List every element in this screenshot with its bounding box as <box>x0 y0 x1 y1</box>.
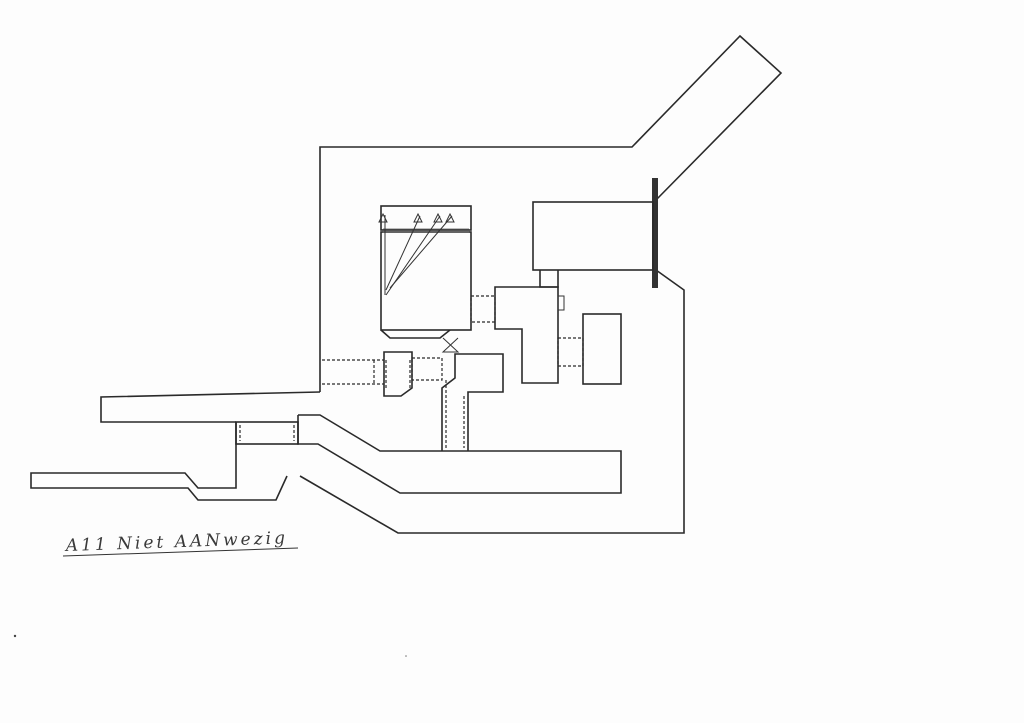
armour-plate <box>652 178 658 288</box>
sloping-passage <box>297 414 622 494</box>
gun-room-passage <box>470 295 496 323</box>
lower-west-corridor <box>30 422 288 501</box>
upper-west-corridor <box>100 391 321 423</box>
crew-room <box>532 201 654 271</box>
side-room-passage <box>557 337 584 367</box>
embrasure <box>380 205 472 231</box>
scan-speck <box>13 634 17 638</box>
legend-underline <box>62 547 299 557</box>
west-connector <box>235 421 299 445</box>
outer-wall-east <box>299 269 685 534</box>
scan-speck <box>405 655 407 657</box>
ammunition-room <box>494 286 559 384</box>
side-room <box>582 313 622 385</box>
vestibule-passage <box>411 357 443 381</box>
outer-wall <box>319 34 783 392</box>
vestibule-room <box>383 351 413 397</box>
central-shaft <box>441 353 504 451</box>
